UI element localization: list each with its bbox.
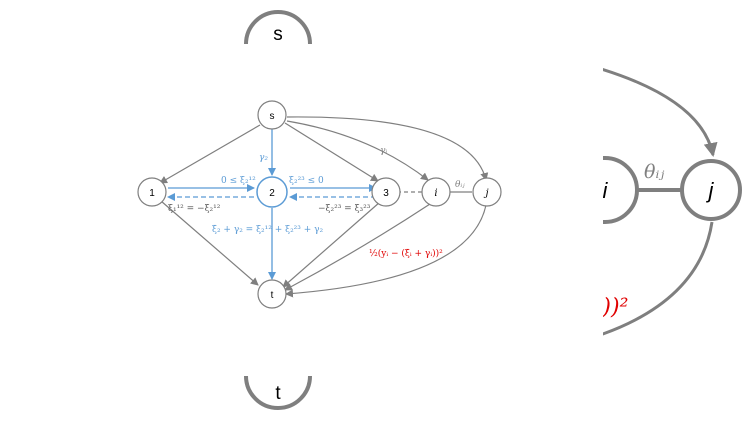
zoom-node-i [603,156,639,224]
edge-3-t [282,201,381,288]
label-gamma2: γ₂ [259,153,268,163]
label-theta-ij: θᵢⱼ [455,180,465,190]
zoom-node-i-label: i [603,178,609,203]
edge-i-t [284,203,431,291]
zoom-bottom-node: t [244,376,312,410]
node-3-label: 3 [383,188,389,199]
zoom-edge-j-t [603,221,714,336]
node-2: 2 [256,176,288,208]
edge-s-3 [284,122,379,182]
zoom-edge-s-j [603,68,718,157]
zoom-top-node: s [244,10,312,45]
label-edge12-upper: 0 ≤ ξ₂¹² [221,176,256,186]
label-cost-i: ½(yᵢ − (ξ̄ᵢ + γᵢ))² [369,248,443,259]
zoom-top-node-label: s [273,24,283,45]
edge-s-1 [159,124,261,184]
label-node2-balance: ξ̄₂ + γ₂ = ξ₂¹² + ξ₂²³ + γ₂ [212,225,324,235]
gray-edges [159,116,489,298]
zoom-bottom-node-label: t [275,383,281,404]
edge-s-j [286,116,489,181]
edge-j-t [285,204,487,298]
node-t-label: t [271,290,274,301]
blue-edges [167,129,377,280]
edge-1-t [160,200,259,286]
node-i: i [421,177,451,207]
label-edge23-upper: ξ₂²³ ≤ 0 [289,176,324,186]
edge-labels: γ₂ γᵢ θᵢⱼ 0 ≤ ξ₂¹² ξ₂²³ ≤ 0 ξ₁¹² = −ξ₂¹²… [168,146,465,259]
zoom-node-j-label: j [706,178,715,203]
label-edge12-lower: ξ₁¹² = −ξ₂¹² [168,204,221,214]
node-s: s [257,100,287,130]
node-i-label: i [434,188,437,199]
zoom-right-panel: i j θᵢⱼ ᵢ))² [598,68,742,336]
node-s-label: s [270,111,275,122]
label-gamma-i: γᵢ [380,146,387,156]
node-j-label: j [483,188,488,199]
label-edge23-lower: −ξ₂²³ = ξ₃²³ [318,204,371,214]
node-j: j [472,177,502,207]
zoom-node-j [680,159,742,221]
node-1-label: 1 [149,188,155,199]
edge-s-i [286,120,429,181]
node-2-label: 2 [269,188,275,199]
node-t: t [257,279,287,309]
node-1: 1 [137,177,167,207]
zoom-cost-tail: ᵢ))² [598,295,628,320]
nodes: s 1 2 3 i j t [137,100,502,309]
zoom-theta-label: θᵢⱼ [644,161,664,183]
node-3: 3 [371,177,401,207]
